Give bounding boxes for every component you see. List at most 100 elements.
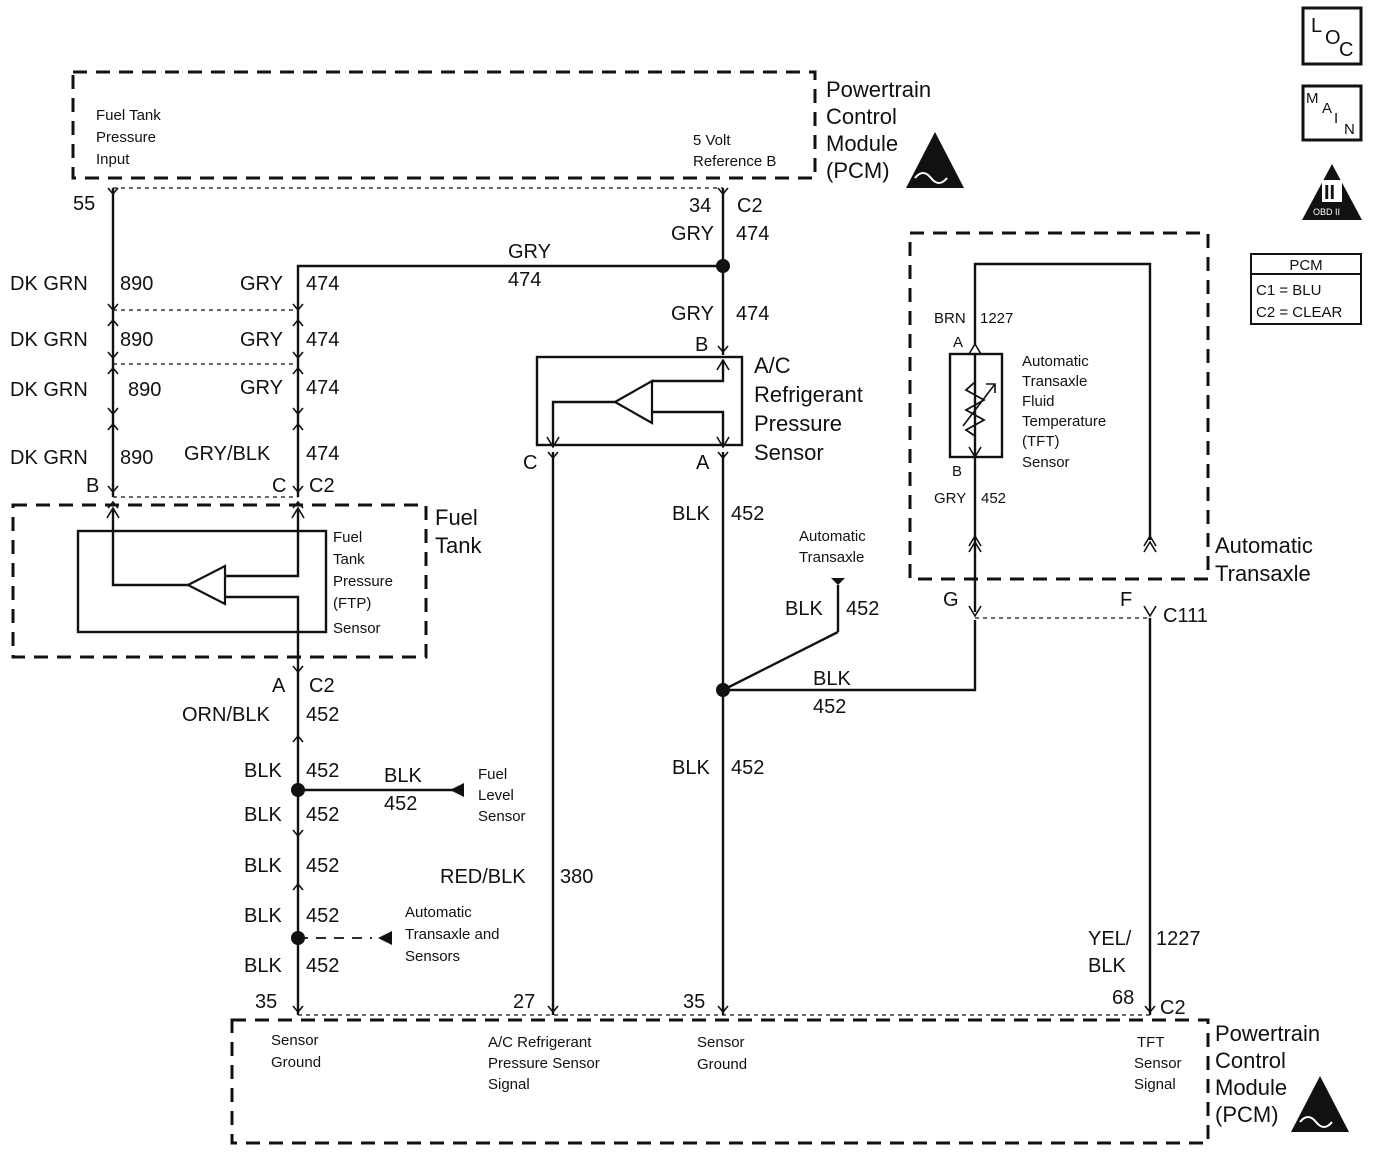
ftp-input-label: Fuel Tank Pressure Input [96,107,165,168]
pin-68-connector: C2 [1160,997,1186,1019]
fuel-level-wire-color: BLK [384,765,422,787]
main-icon[interactable]: M A I N [1301,84,1363,142]
ftp-pin-B: B [86,475,99,497]
ac-pin-A: A [696,452,710,474]
wire-452-circuit-1: 452 [306,704,339,726]
wire-452-center-color-2: BLK [672,757,710,779]
wire-452-center-circuit-2: 452 [731,757,764,779]
wire-890 [107,187,119,509]
ftp-pin-A: A [272,675,286,697]
tft-sensor [948,262,1157,618]
fuel-level-wire-circuit: 452 [384,793,417,815]
transaxle-branch-circuit: 452 [846,598,879,620]
ftp-sensor [76,506,328,660]
wire-452-ground-center [716,451,977,1015]
svg-text:C1 = BLU: C1 = BLU [1256,282,1321,299]
wire-452-center-circuit-1: 452 [731,503,764,525]
ftp-pin-C-connector: C2 [309,475,335,497]
pcm-bottom-box [230,1018,1210,1145]
svg-text:OBD II: OBD II [1313,207,1340,217]
c111-pin-G: G [943,589,959,611]
c111-pin-F: F [1120,589,1132,611]
pcm-bottom-title: Powertrain Control Module (PCM) [1215,1021,1326,1127]
svg-text:C: C [1339,39,1353,61]
wire-452-color-1: ORN/BLK [182,704,270,726]
tft-sensor-label: Automatic Transaxle Fluid Temperature (T… [1022,353,1110,471]
svg-text:C2 = CLEAR: C2 = CLEAR [1256,304,1342,321]
tft-signal-label: TFT Sensor Signal [1134,1034,1186,1093]
ac-pin-C: C [523,452,537,474]
wire-890-color-2: DK GRN [10,329,88,351]
wire-474-main-color-2: GRY [671,303,714,325]
pcm-legend: PCM C1 = BLU C2 = CLEAR [1250,253,1362,325]
c111-connector: C111 [1163,605,1208,627]
svg-text:L: L [1311,15,1322,37]
transaxle-title: Automatic Transaxle [1215,533,1319,586]
ref-5v-label: 5 Volt Reference B [693,132,776,170]
wire-474-ftp [292,264,723,509]
wire-380-color: RED/BLK [440,866,526,888]
wire-474-main-color-1: GRY [671,223,714,245]
pin-35-center: 35 [683,991,705,1013]
wire-890-color-3: DK GRN [10,379,88,401]
pin-34-connector: C2 [737,195,763,217]
pin-35-left: 35 [255,991,277,1013]
wire-1227-circuit: 1227 [1156,928,1201,950]
pin-27: 27 [513,991,535,1013]
svg-text:A: A [1322,100,1332,117]
loc-icon[interactable]: L O C [1301,6,1363,66]
svg-text:II: II [1324,182,1335,204]
wire-474-circuit-3: 474 [306,377,339,399]
tft-wire-top-color: BRN [934,310,966,327]
wire-474-branch-color: GRY [508,241,551,263]
sensor-ground-label-1: Sensor Ground [271,1032,323,1071]
sensor-ground-label-2: Sensor Ground [697,1034,749,1073]
wire-474-main-circuit-1: 474 [736,223,769,245]
wire-452-color-3: BLK [244,804,282,826]
tft-wire-top-circuit: 1227 [980,310,1013,327]
wire-452-color-4: BLK [244,855,282,877]
svg-text:O: O [1325,27,1341,49]
fuel-level-sensor-ref[interactable]: Fuel Level Sensor [478,766,526,825]
wire-474-circuit-4: 474 [306,443,339,465]
trans-sensors-branch [298,931,392,945]
fuel-level-branch [298,783,464,797]
wire-474-color-4: GRY/BLK [184,443,271,465]
wire-1227-signal [1144,618,1156,1015]
transaxle-box [908,231,1210,581]
wire-452-color-2: BLK [244,760,282,782]
obd-ii-icon[interactable]: II OBD II [1302,164,1362,220]
wire-1227-color: YEL/ BLK [1088,928,1137,977]
ftp-pin-C: C [272,475,286,497]
pin-68: 68 [1112,987,1134,1009]
fuel-tank-box [11,503,428,659]
wire-474-color-3: GRY [240,377,283,399]
pcm-top-box [71,70,817,180]
wire-452-circuit-5: 452 [306,905,339,927]
transaxle-ref[interactable]: Automatic Transaxle [799,528,870,566]
transaxle-branch-color: BLK [785,598,823,620]
trans-sensors-ref[interactable]: Automatic Transaxle and Sensors [405,904,504,965]
wire-452-circuit-3: 452 [306,804,339,826]
svg-text:I: I [1334,110,1338,127]
wire-474-circuit-1: 474 [306,273,339,295]
wire-474-circuit-2: 474 [306,329,339,351]
ac-sensor-label: A/C Refrigerant Pressure Sensor [754,353,869,465]
wire-452-ground-left [291,660,305,1015]
tft-pin-B: B [952,463,962,480]
tft-pin-A: A [953,334,963,351]
wire-474-branch-circuit: 474 [508,269,541,291]
svg-text:N: N [1344,121,1355,138]
tft-wire-bottom-circuit: 452 [981,490,1006,507]
wire-474-main [716,187,730,355]
wire-452-color-5: BLK [244,905,282,927]
tft-ground-branch-color: BLK [813,668,851,690]
ac-pin-B: B [695,334,708,356]
pin-34: 34 [689,195,711,217]
wire-380-signal [547,451,559,1015]
ftp-sensor-label: Fuel Tank Pressure (FTP) Sensor [333,529,397,637]
wire-890-circuit-4: 890 [120,447,153,469]
pcm-top-title: Powertrain Control Module (PCM) [826,77,937,183]
tft-ground-branch-circuit: 452 [813,696,846,718]
